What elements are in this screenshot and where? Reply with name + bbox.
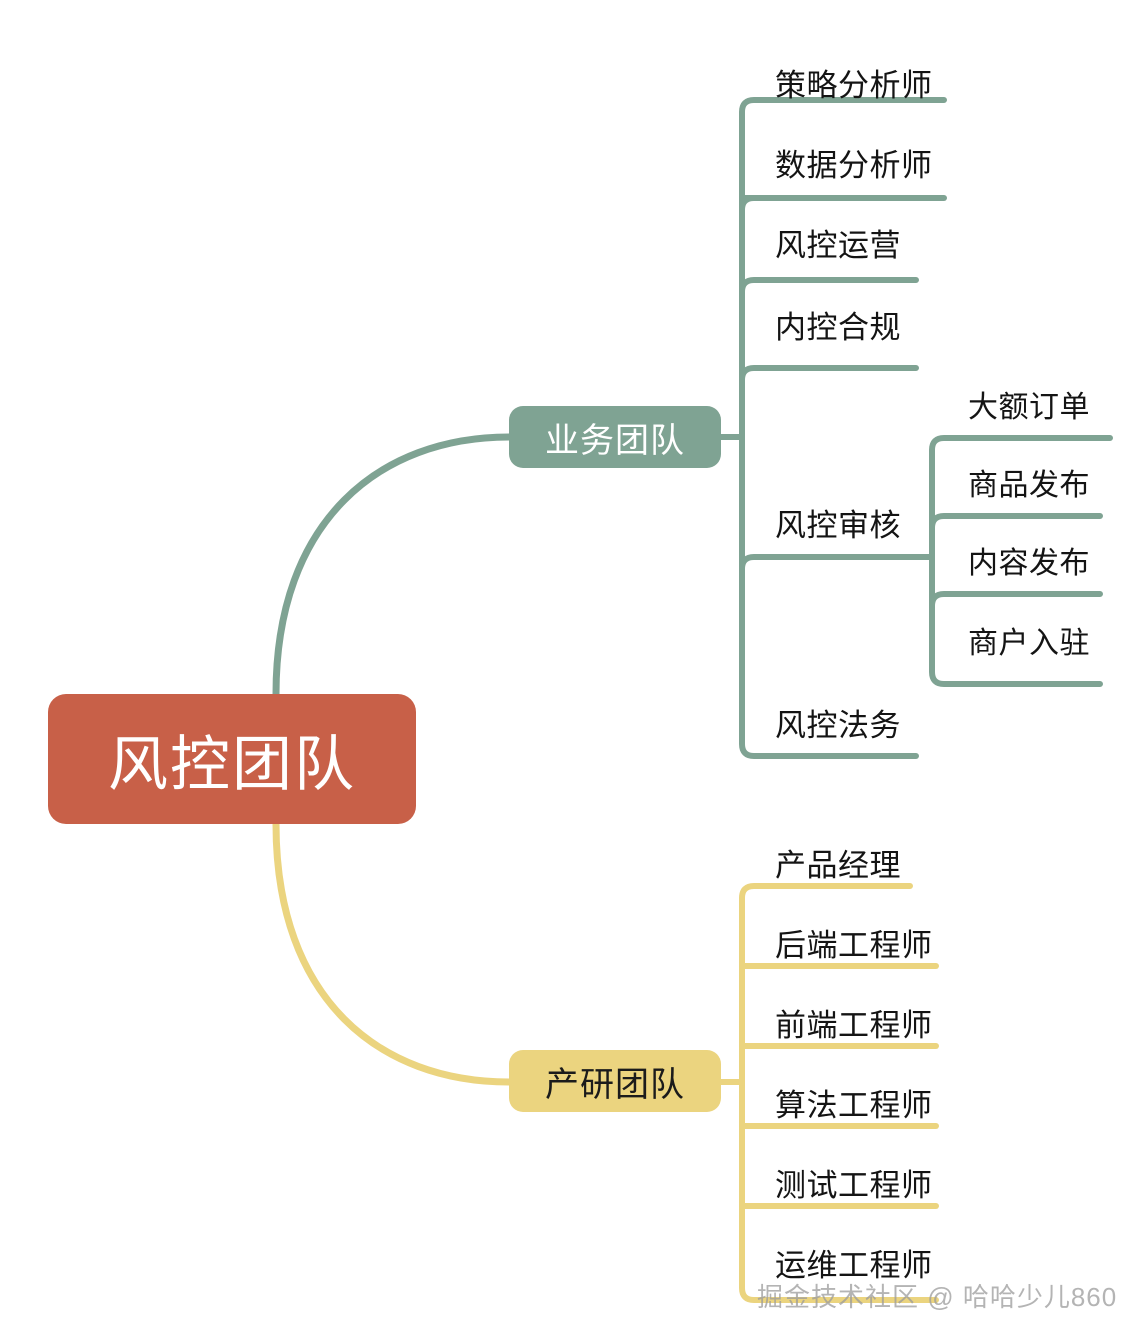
leaf-qa-engineer[interactable]: 测试工程师 xyxy=(775,1168,933,1203)
leaf-data-analyst[interactable]: 数据分析师 xyxy=(775,148,933,183)
leaf-frontend-engineer[interactable]: 前端工程师 xyxy=(775,1008,933,1043)
leaf-algorithm-engineer[interactable]: 算法工程师 xyxy=(775,1088,933,1123)
branch-node-product-team[interactable]: 产研团队 xyxy=(509,1050,721,1112)
leaf-risk-operations[interactable]: 风控运营 xyxy=(775,228,901,263)
leaf-backend-engineer[interactable]: 后端工程师 xyxy=(775,928,933,963)
branch-node-business-team[interactable]: 业务团队 xyxy=(509,406,721,468)
leaf-large-orders[interactable]: 大额订单 xyxy=(968,391,1090,424)
connector-root-to-business xyxy=(272,433,513,698)
leaf-product-manager[interactable]: 产品经理 xyxy=(775,848,901,883)
connector-root-to-product xyxy=(272,820,513,1086)
connector-leaf-shenhe-underline xyxy=(739,554,935,572)
connector-leaf-fengkongyunying xyxy=(739,195,757,213)
connector-leaf-yunying-underline xyxy=(739,277,919,295)
connector-leaf-fawu-underline xyxy=(739,741,919,759)
connector-l3-shanghuruzhu xyxy=(929,669,1103,687)
root-node-label: 风控团队 xyxy=(108,730,356,798)
leaf-risk-review[interactable]: 风控审核 xyxy=(775,508,901,543)
leaf-product-publishing[interactable]: 商品发布 xyxy=(968,469,1090,502)
leaf-internal-control-compliance[interactable]: 内控合规 xyxy=(775,310,901,345)
leaf-strategy-analyst[interactable]: 策略分析师 xyxy=(775,68,933,103)
branch-node-product-team-label: 产研团队 xyxy=(545,1065,685,1104)
connector-leaf-neikong-underline xyxy=(739,365,919,383)
leaf-merchant-onboarding[interactable]: 商户入驻 xyxy=(968,627,1090,660)
root-node-risk-control-team[interactable]: 风控团队 xyxy=(48,694,416,824)
connector-l3-neirongfabu xyxy=(929,591,1103,609)
branch-node-business-team-label: 业务团队 xyxy=(545,421,685,460)
watermark-text: 掘金技术社区 @ 哈哈少儿860 xyxy=(757,1282,1118,1312)
connector-l3-shangpinfabu xyxy=(929,513,1103,531)
connector-l3-daefdingdan xyxy=(929,435,1113,453)
leaf-content-publishing[interactable]: 内容发布 xyxy=(968,547,1090,580)
connector-leaf-chanpinjingli xyxy=(739,883,913,901)
leaf-risk-legal[interactable]: 风控法务 xyxy=(775,708,901,743)
leaf-devops-engineer[interactable]: 运维工程师 xyxy=(775,1248,933,1283)
